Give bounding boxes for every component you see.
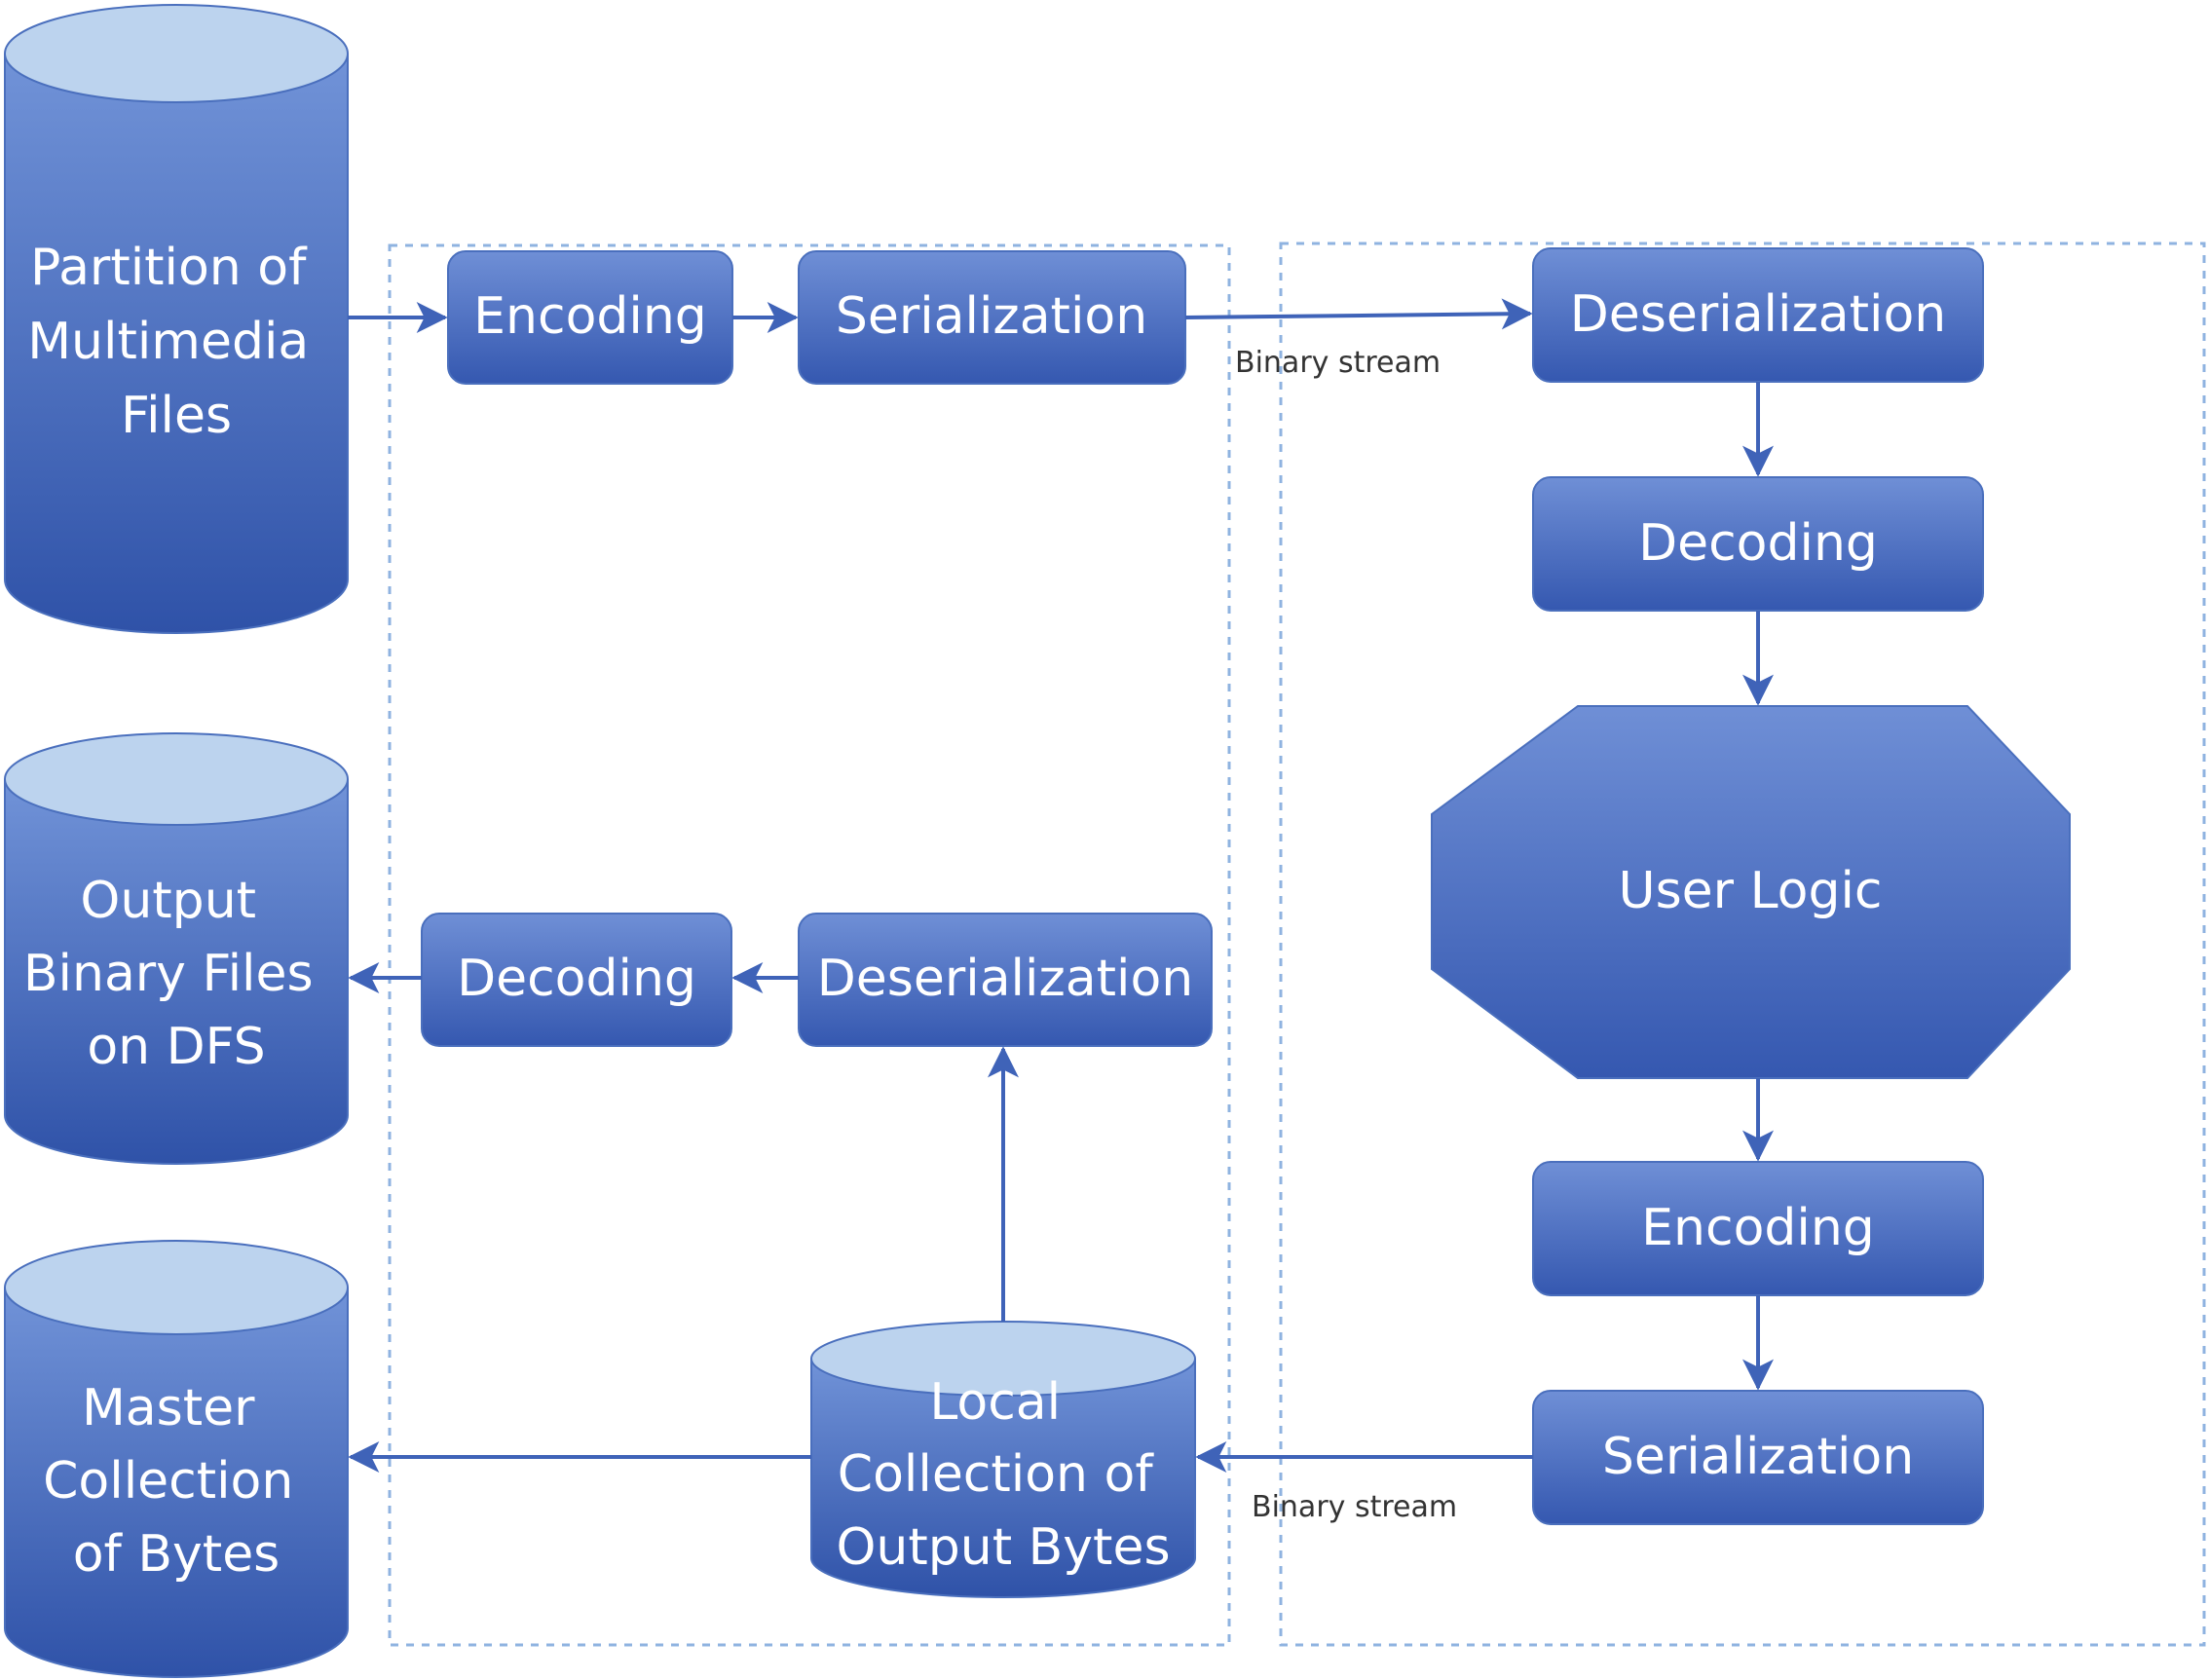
partition-label: Partition of Multimedia Files: [27, 239, 325, 445]
decoding-left-box: Decoding: [421, 913, 732, 1047]
svg-text:User Logic: User Logic: [1619, 862, 1883, 920]
svg-text:Decoding: Decoding: [1638, 514, 1878, 573]
output-binary-label: Output Binary Files on DFS: [23, 872, 329, 1076]
svg-text:Deserialization: Deserialization: [1570, 285, 1946, 344]
svg-text:Encoding: Encoding: [1641, 1199, 1875, 1257]
serialization-right-box: Serialization: [1532, 1390, 1984, 1525]
svg-text:Serialization: Serialization: [1602, 1428, 1914, 1486]
master-label: Master Collection of Bytes: [43, 1379, 310, 1584]
encoding-top-box: Encoding: [447, 250, 733, 385]
local-collection-label: Local Collection of Output Bytes: [836, 1373, 1170, 1577]
decoding-right-box: Decoding: [1532, 476, 1984, 612]
serialization-top-box: Serialization: [798, 250, 1186, 385]
svg-text:Encoding: Encoding: [473, 287, 707, 346]
user-logic-octagon: User Logic: [1431, 705, 2071, 1079]
binary-stream-label-top: Binary stream: [1235, 346, 1441, 380]
local-collection-cylinder: Local Collection of Output Bytes: [810, 1321, 1196, 1598]
svg-text:Decoding: Decoding: [457, 950, 696, 1008]
svg-text:Serialization: Serialization: [836, 287, 1147, 346]
partition-cylinder: Partition of Multimedia Files: [4, 4, 349, 634]
master-cylinder: Master Collection of Bytes: [4, 1240, 349, 1678]
binary-stream-label-bottom: Binary stream: [1252, 1490, 1457, 1524]
driver-container: [388, 243, 1231, 1647]
deserialization-right-box: Deserialization: [1532, 247, 1984, 383]
svg-text:Deserialization: Deserialization: [817, 950, 1193, 1008]
arrow-serialization-to-deserialization: [1184, 298, 1533, 330]
worker-container: [1279, 242, 2206, 1647]
encoding-right-box: Encoding: [1532, 1161, 1984, 1296]
output-binary-cylinder: Output Binary Files on DFS: [4, 732, 349, 1165]
deserialization-left-box: Deserialization: [798, 913, 1213, 1047]
